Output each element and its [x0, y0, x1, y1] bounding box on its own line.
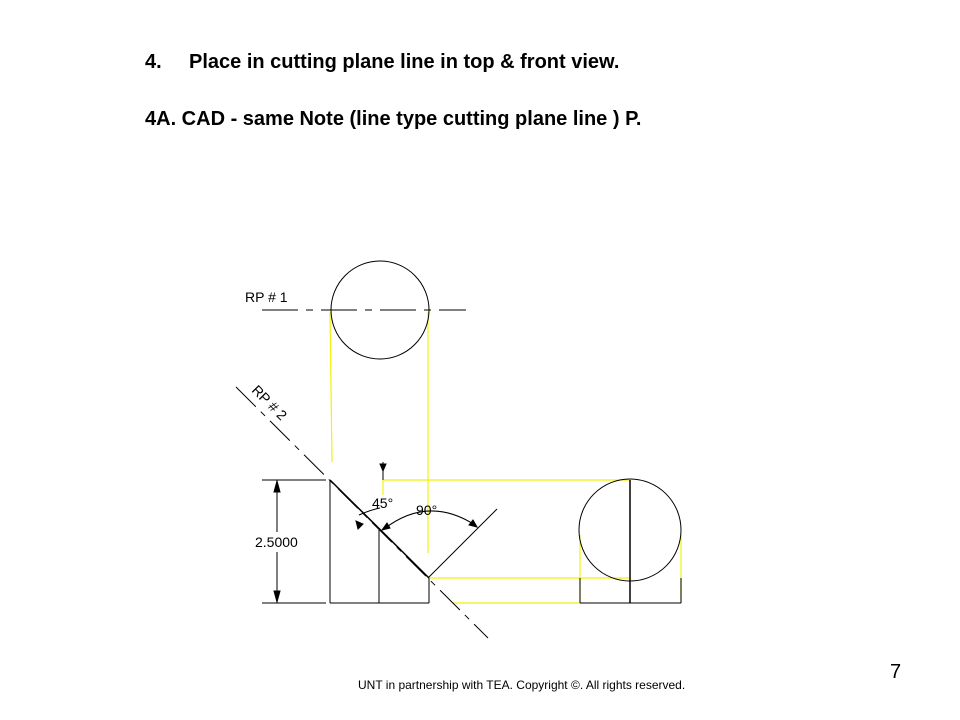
rp1-label: RP # 1: [245, 289, 288, 305]
height-dimension: [262, 479, 326, 604]
height-dimension-value: 2.5000: [255, 534, 298, 550]
angle-90-annotation: [380, 508, 498, 579]
copyright-footer: UNT in partnership with TEA. Copyright ©…: [358, 678, 686, 692]
projection-line: [329, 311, 333, 463]
step-4a-note: 4A. CAD - same Note (line type cutting p…: [145, 108, 642, 130]
side-view: [578, 478, 682, 604]
angle-45-annotation: [355, 462, 387, 530]
projection-lines: [329, 311, 682, 604]
front-view: [329, 479, 430, 604]
page-number: 7: [890, 661, 902, 683]
angle-90-label: 90°: [416, 502, 437, 518]
step-number: 4.: [145, 51, 162, 73]
step-text: Place in cutting plane line in top & fro…: [189, 51, 620, 73]
top-view: [262, 260, 466, 360]
angle-45-label: 45°: [372, 495, 393, 511]
rp2-cutting-plane-line: [235, 386, 489, 639]
rp2-label: RP # 2: [249, 382, 291, 424]
front-view-cut-edge: [329, 479, 430, 579]
step-4-heading: 4. Place in cutting plane line in top & f…: [145, 51, 619, 74]
